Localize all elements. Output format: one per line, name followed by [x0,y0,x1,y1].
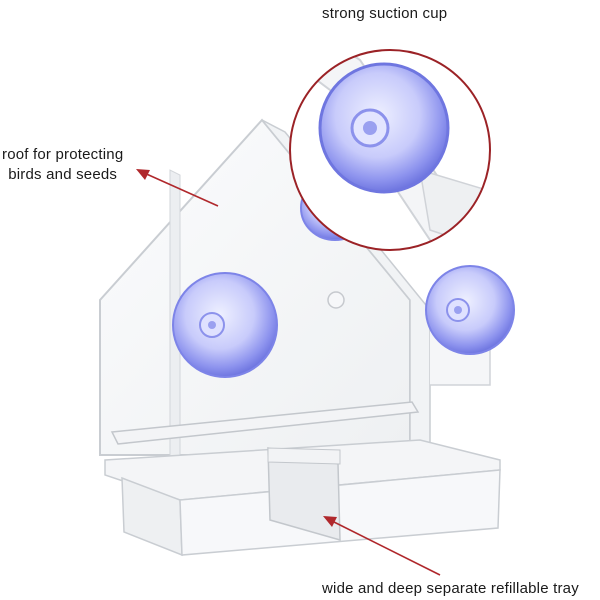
suction-cup-right [425,265,515,355]
suction-cup-caption: strong suction cup [322,5,448,22]
tray-caption: wide and deep separate refillable tray [322,580,579,597]
roof-caption: roof for protecting birds and seeds [2,145,123,185]
seed-tray [104,439,501,557]
hanging-hole [327,291,345,309]
suction-cup-left [172,272,278,378]
arrow-tray [323,516,441,576]
roof-caption-line1: roof for protecting [2,146,124,163]
arrow-roof [136,169,219,207]
perch-bar [110,401,420,445]
roof-caption-line2: birds and seeds [8,166,118,183]
